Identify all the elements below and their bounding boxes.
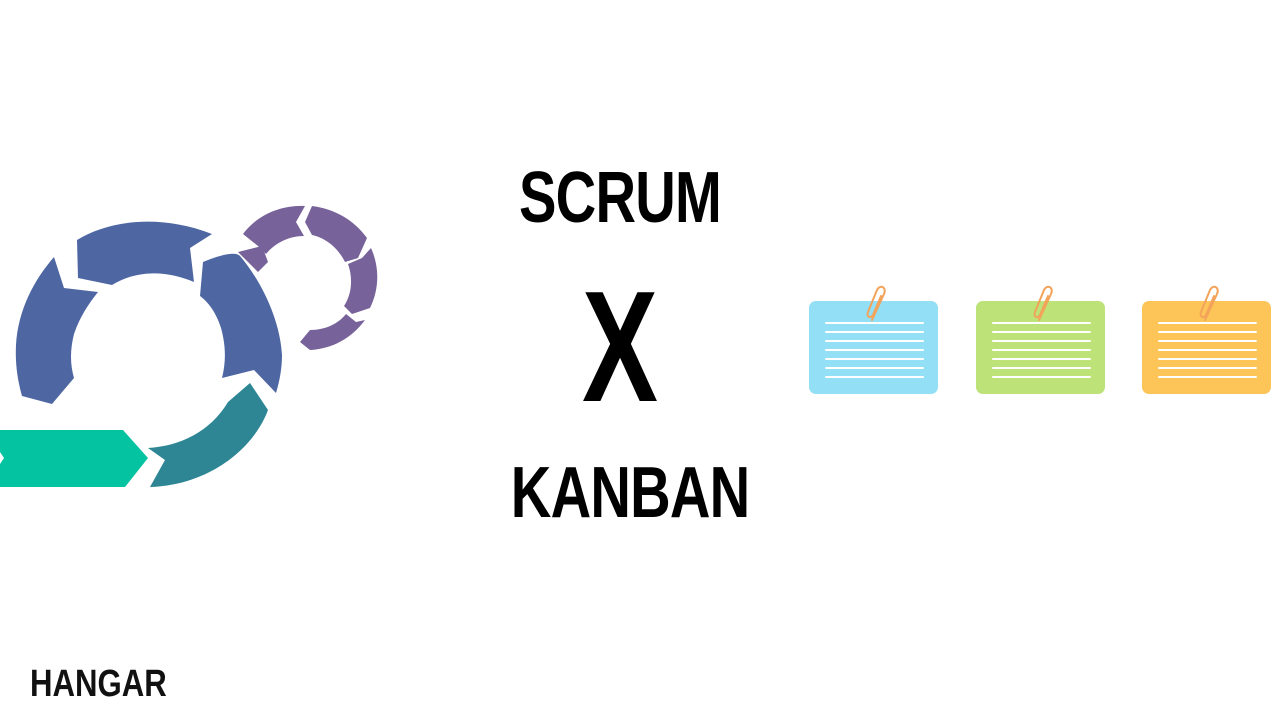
paperclip-icon xyxy=(866,285,886,321)
paperclip-icon xyxy=(1199,285,1219,321)
paperclip-icon xyxy=(1033,285,1053,321)
cycle-bottom-segment xyxy=(148,383,268,487)
kanban-card-green xyxy=(975,282,1107,397)
title-kanban: KANBAN xyxy=(510,453,750,533)
title-versus-x: X xyxy=(582,259,658,435)
title-scrum: SCRUM xyxy=(518,158,722,238)
brand-logo-text: HANGAR xyxy=(30,663,167,705)
kanban-card-blue xyxy=(808,282,940,397)
main-cycle-ring xyxy=(15,221,282,404)
small-cycle-ring xyxy=(238,205,378,350)
kanban-card-orange xyxy=(1141,282,1273,397)
card-body xyxy=(809,301,938,394)
scrum-cycle-icon xyxy=(0,205,378,487)
entry-arrow xyxy=(0,430,148,487)
